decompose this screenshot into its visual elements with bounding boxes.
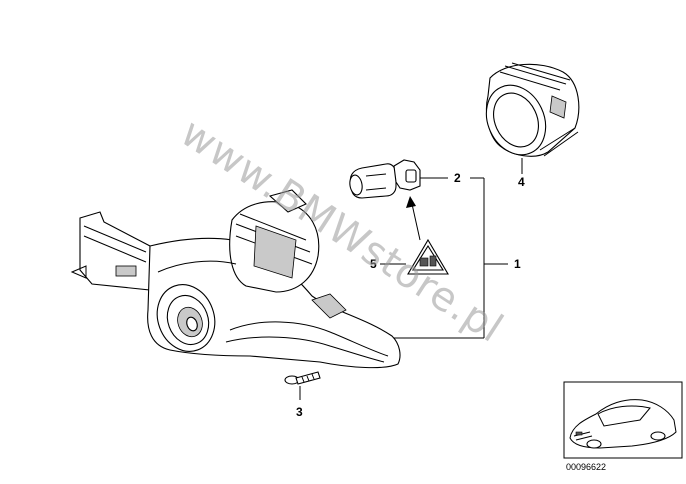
- warning-label-part[interactable]: [407, 238, 449, 275]
- cover-ring-part[interactable]: [475, 62, 580, 164]
- callout-5: 5: [370, 257, 377, 271]
- reference-code: 00096622: [566, 462, 606, 472]
- callout-2: 2: [454, 171, 461, 185]
- callout-3: 3: [296, 405, 303, 419]
- callout-1-bracket: [390, 177, 508, 339]
- callout-4: 4: [518, 175, 525, 189]
- screw-part[interactable]: [284, 371, 321, 385]
- arrow-indicator: [406, 196, 421, 241]
- callout-1: 1: [514, 257, 521, 271]
- bulb-part[interactable]: [348, 159, 421, 199]
- fog-light-assembly-part[interactable]: [70, 189, 401, 369]
- vehicle-thumbnail: [563, 381, 683, 459]
